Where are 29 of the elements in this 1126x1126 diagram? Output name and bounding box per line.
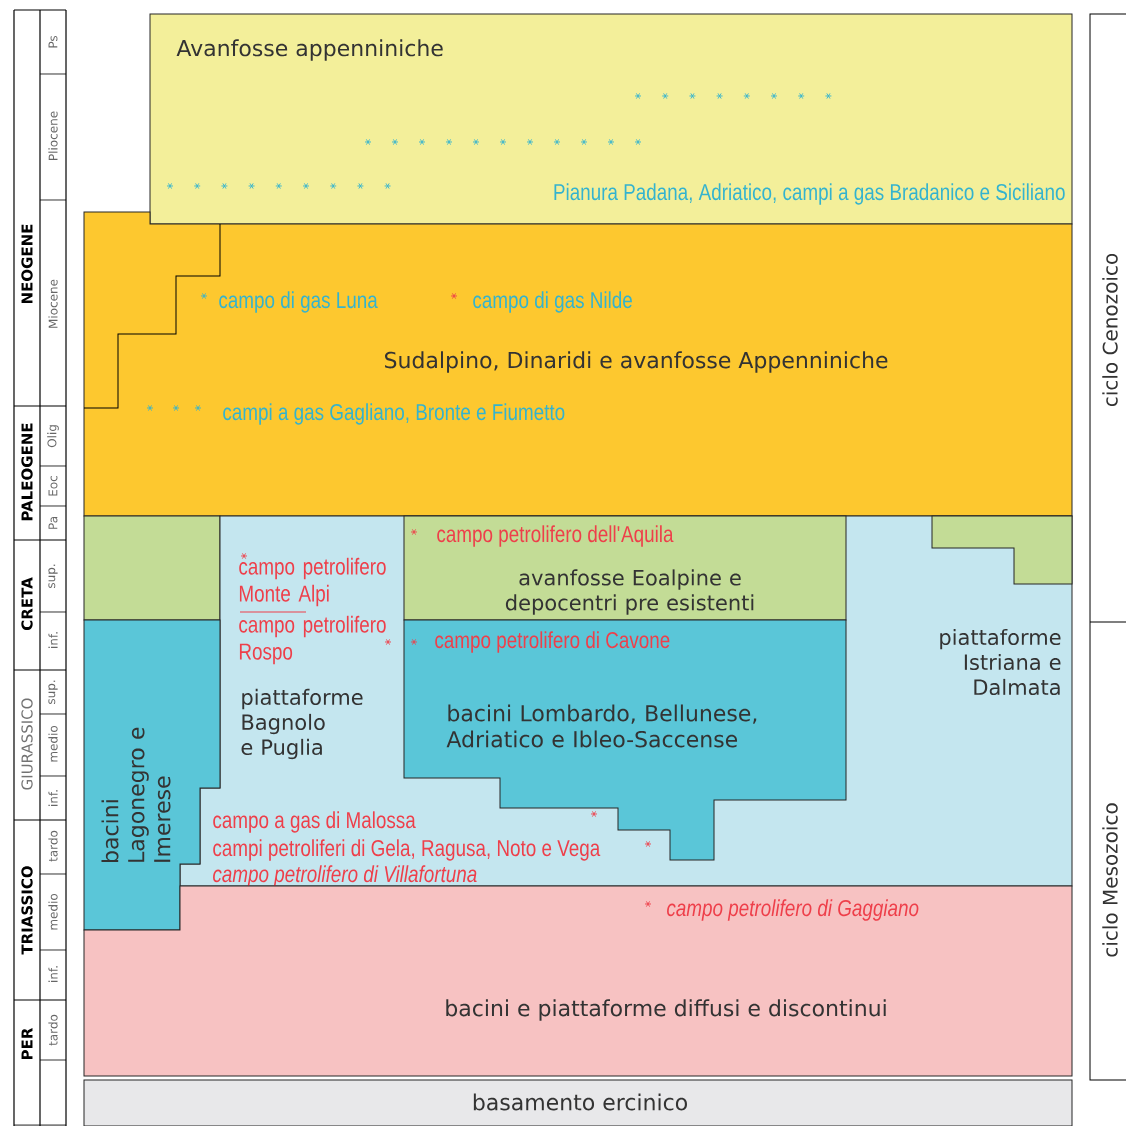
field-label: campo petrolifero di Villafortuna [213,865,477,887]
field-label: campo petrolifero Rospo [239,615,386,665]
field-label: campo di gas Luna [219,291,378,313]
unit-area [149,13,1073,225]
field-label: campo petrolifero di Cavone [435,631,670,653]
cycle-label: ciclo Mesozoico [1102,803,1118,957]
field-label: Pianura Padana, Adriatico, campi a gas Bradanico e Siciliano [554,183,1065,205]
unit-area [83,1079,1073,1126]
unit-label: Avanfosse appenniniche [176,39,443,61]
unit-label: bacini Lagonegro e Imerese [101,727,171,862]
field-label: campo petrolifero di Gaggiano [667,899,919,921]
field-label: campi petroliferi di Gela, Ragusa, Noto e Vega [213,839,601,861]
unit-area [83,211,1073,517]
unit-label: bacini e piattaforme diffusi e discontinui [446,999,886,1021]
unit-area [83,885,1073,1077]
field-label: campi a gas Gagliano, Bronte e Fiumetto [223,403,565,425]
unit-label: avanfosse Eoalpine e depocentri pre esistenti [505,569,754,615]
unit-label: Sudalpino, Dinaridi e avanfosse Appenniniche [385,351,888,373]
unit-label: bacini Lombardo, Bellunese, Adriatico e Ibleo-Saccense [446,704,757,748]
field-label: campo di gas Nilde [473,291,632,313]
unit-label: piattaforme Istriana e Dalmata [940,628,1061,696]
field-label: campo a gas di Malossa [213,811,416,833]
unit-label: piattaforme Bagnolo e Puglia [241,688,363,760]
unit-label: basamento ercinico [473,1093,687,1111]
field-label: campo petrolifero dell'Aquila [437,525,674,547]
unit-area [403,515,847,621]
cycle-label: ciclo Cenozoico [1102,253,1118,407]
unit-area [931,515,1073,585]
unit-area [83,515,221,621]
